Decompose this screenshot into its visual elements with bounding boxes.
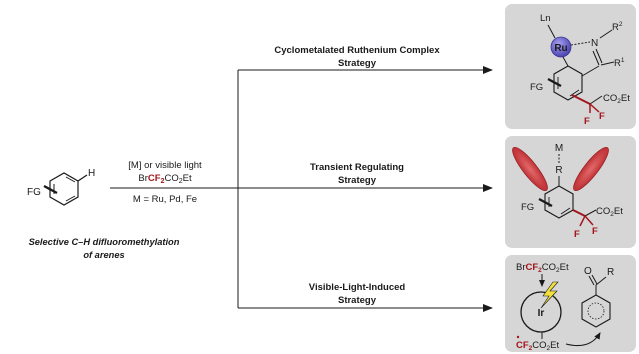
- conditions-reagent: BrCF2CO2Et: [138, 173, 192, 185]
- strategy3-line2: Strategy: [338, 295, 377, 306]
- panel2-cf-bond2: [584, 215, 594, 226]
- panel2-f2: F: [592, 226, 598, 237]
- radical-dot: [516, 335, 520, 339]
- strategy1-line2: Strategy: [338, 58, 377, 69]
- conditions-catalyst: [M] or visible light: [128, 160, 202, 171]
- left-lobe: [512, 146, 548, 192]
- substrate-caption-line2: of arenes: [83, 250, 124, 260]
- carbonyl-r-bond: [595, 276, 607, 286]
- ru-aryl-bond: [562, 56, 569, 67]
- panel1-ring-double: [569, 89, 580, 97]
- panel2-fg-bar: [538, 197, 553, 208]
- panel1-fg-bar: [547, 77, 562, 88]
- strategy2-line1: Transient Regulating: [310, 162, 404, 173]
- substrate-ring-double-bond: [65, 176, 76, 183]
- panel3-aromatic-circle: [587, 302, 605, 320]
- substrate-ring-double-bond: [65, 195, 76, 202]
- substrate-arene: FG H: [27, 168, 95, 206]
- panel1-ester-bond: [589, 95, 603, 105]
- photocatalyst-cycle: [520, 291, 562, 333]
- panel1-red-bond: [571, 94, 591, 105]
- c-h-bond: [77, 174, 88, 182]
- panel1-cf-bond2: [589, 103, 600, 113]
- panel3-top-reagent: BrCF2CO2Et: [516, 262, 569, 274]
- ruthenium-center: [550, 36, 572, 58]
- panel2-ring-double: [560, 207, 571, 215]
- panel2-red-bond: [572, 209, 586, 217]
- panel2-benzene-ring: [544, 185, 574, 219]
- r1-label: R1: [614, 57, 625, 69]
- r-label: R: [555, 165, 562, 176]
- n-r2-bond: [599, 29, 613, 39]
- panel3-bottom-radical: CF2CO2Et: [516, 340, 560, 352]
- panel1-benzene-ring: [553, 65, 583, 101]
- r2-label: R2: [612, 21, 623, 33]
- ir-label: Ir: [538, 308, 545, 319]
- panel1-ester: CO2Et: [603, 93, 630, 105]
- panel2-f1: F: [574, 229, 580, 240]
- panel-visible-light: BrCF2CO2Et Ir CF2CO2Et O R: [505, 255, 636, 352]
- carbonyl-double-bond-2: [591, 274, 598, 285]
- panel1-f2: F: [599, 111, 605, 122]
- panel1-fg-label: FG: [530, 82, 543, 93]
- c-r1-bond: [600, 61, 615, 66]
- panel1-f1: F: [584, 116, 590, 127]
- lightning-bolt-icon: [540, 281, 559, 309]
- panel2-ester: CO2Et: [596, 206, 623, 218]
- carbonyl-double-bond: [588, 275, 595, 286]
- cn-double-bond-2: [592, 50, 600, 66]
- radical-addition-arrow: [565, 332, 601, 347]
- cn-double-bond: [595, 48, 603, 64]
- carbonyl-o-label: O: [584, 266, 592, 277]
- substrate-benzene-ring: [49, 172, 79, 206]
- ring-to-cn-bond: [581, 65, 600, 77]
- strategy2-line2: Strategy: [338, 175, 377, 186]
- fg-position-bar: [43, 184, 58, 195]
- substrate-caption-line1: Selective C–H difluoromethylation: [29, 237, 180, 247]
- fg-label: FG: [27, 187, 41, 198]
- ln-label: Ln: [540, 13, 551, 24]
- m-label: M: [555, 143, 563, 154]
- strategy3-line1: Visible-Light-Induced: [309, 282, 406, 293]
- h-label: H: [88, 168, 95, 179]
- panel2-fg-label: FG: [521, 202, 534, 213]
- ru-label: Ru: [554, 43, 567, 54]
- panel2-cf-bond: [579, 215, 586, 227]
- panel-cyclometalated: Ru Ln N R2 R1 FG CO2Et F F: [505, 4, 636, 129]
- right-lobe: [573, 146, 609, 192]
- panel3-benzene-ring: [581, 294, 611, 328]
- strategy1-line1: Cyclometalated Ruthenium Complex: [274, 45, 440, 56]
- n-label: N: [591, 38, 598, 49]
- panel-transient: M R FG CO2Et F F: [505, 136, 636, 248]
- carbonyl-r-label: R: [607, 267, 614, 278]
- ru-ln-bond: [547, 24, 556, 39]
- conditions-metals: M = Ru, Pd, Fe: [133, 194, 197, 205]
- panel2-ester-bond: [584, 209, 597, 217]
